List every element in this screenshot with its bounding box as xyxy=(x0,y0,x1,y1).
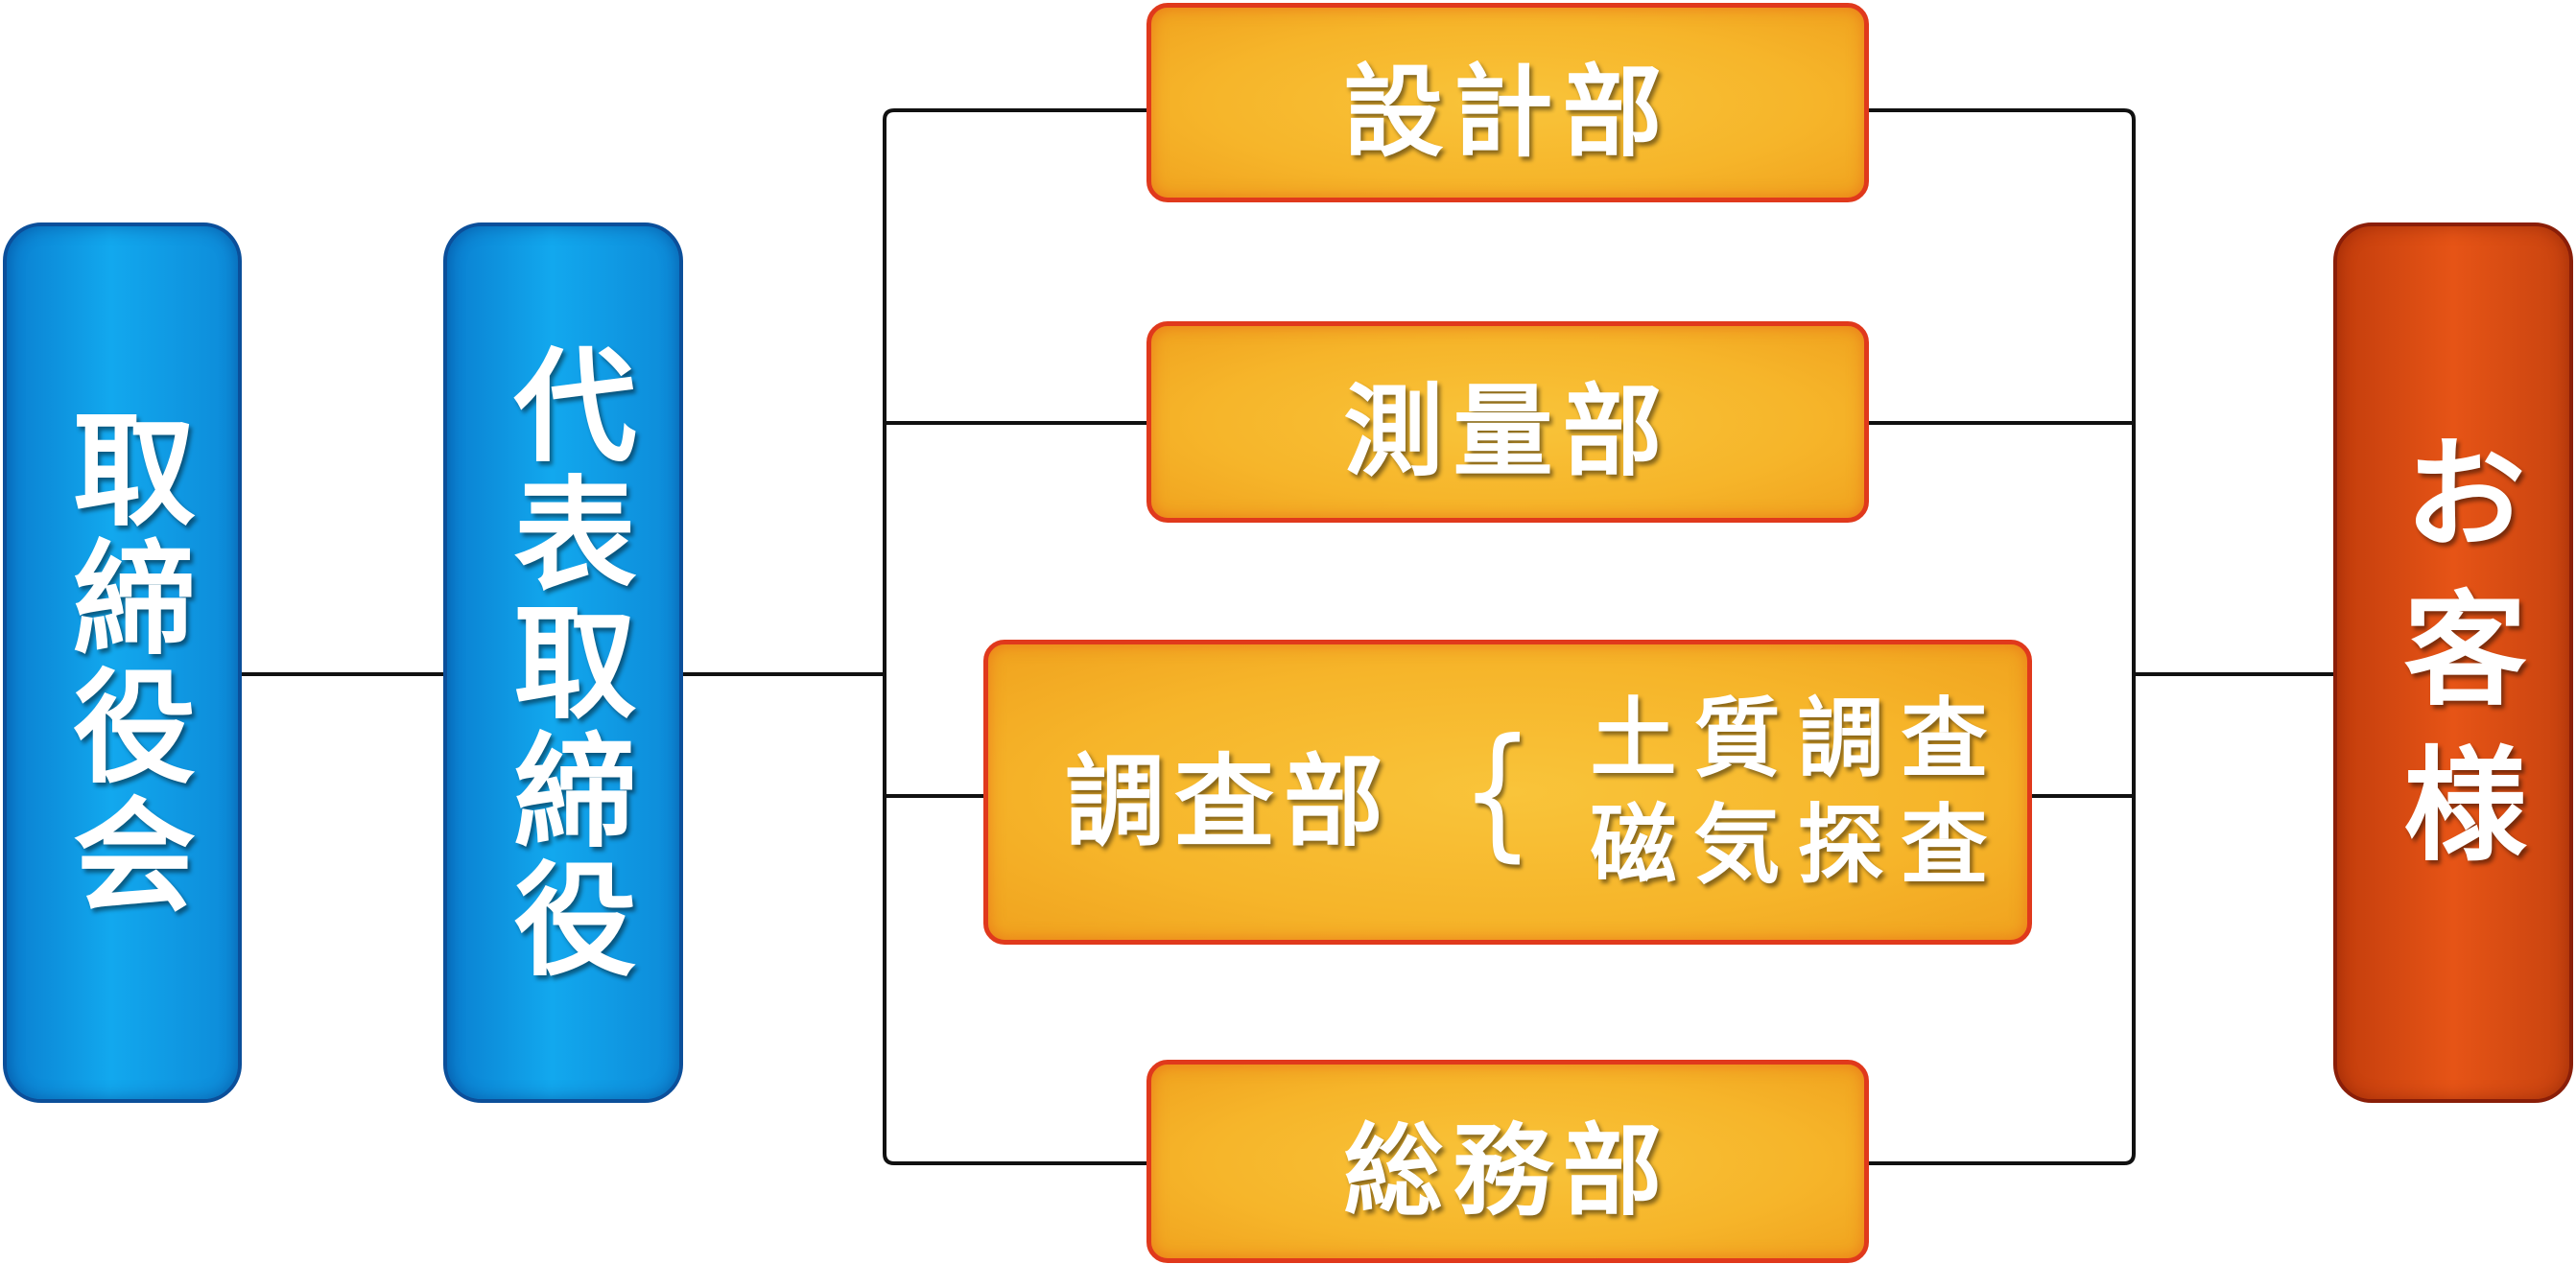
board-of-directors-label: 取締役会 xyxy=(51,406,195,920)
investigation-subitems: 土質調査 磁気探査 xyxy=(1590,688,2005,896)
right-bus-line xyxy=(1869,108,2136,1165)
subitem-magnetic-exploration: 磁気探査 xyxy=(1590,795,2005,896)
representative-director-box: 代表取締役 xyxy=(443,222,683,1103)
design-department-label: 設計部 xyxy=(1343,53,1672,171)
customer-label: お客様 xyxy=(2382,430,2525,896)
design-department-box: 設計部 xyxy=(1146,3,1869,202)
representative-director-label: 代表取締役 xyxy=(492,341,635,984)
board-of-directors-box: 取締役会 xyxy=(3,222,242,1103)
survey-department-label: 測量部 xyxy=(1343,372,1672,490)
subitem-soil-investigation: 土質調査 xyxy=(1590,688,2005,789)
brace-symbol: { xyxy=(1460,709,1542,876)
general-affairs-department-box: 総務部 xyxy=(1146,1060,1869,1263)
customer-box: お客様 xyxy=(2333,222,2573,1103)
investigation-department-box: 調査部 { 土質調査 磁気探査 xyxy=(983,640,2032,945)
general-affairs-department-label: 総務部 xyxy=(1343,1112,1672,1229)
investigation-department-label: 調査部 xyxy=(1065,742,1394,860)
left-bus-line xyxy=(883,108,1146,1165)
survey-department-box: 測量部 xyxy=(1146,321,1869,523)
